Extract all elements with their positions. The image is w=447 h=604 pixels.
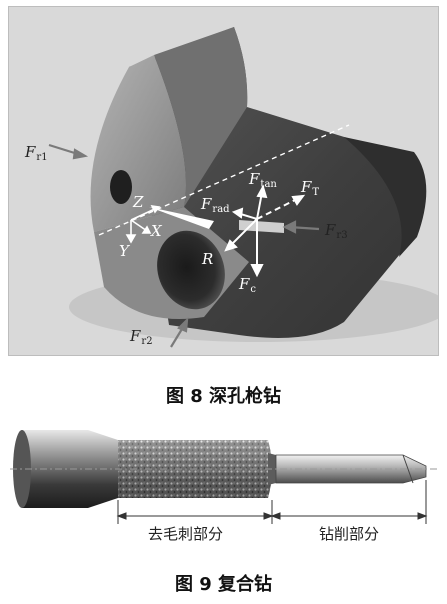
- label-f-rad: Frad: [201, 195, 230, 215]
- deburr-section-label: 去毛刺部分: [148, 525, 224, 543]
- axis-line: [98, 124, 350, 236]
- neck: [268, 453, 276, 485]
- figure8-caption: 图 8 深孔枪钻: [165, 386, 282, 407]
- composite-drill-figure: 去毛刺部分 钻削部分: [8, 410, 439, 560]
- gun-drill-illustration: [48, 27, 438, 348]
- flute-groove: [154, 27, 248, 207]
- drill-section-label: 钻削部分: [319, 525, 380, 543]
- gun-drill-figure: Fr1 Fr2 Fr3 Ftan FT Frad Fc Z X Y R: [8, 6, 439, 356]
- label-f-c: Fc: [239, 275, 257, 295]
- cutting-edge: [149, 207, 214, 229]
- figure9-caption: 图 9 复合钻: [174, 574, 273, 595]
- label-y: Y: [119, 242, 129, 260]
- label-f-r1: Fr1: [25, 143, 48, 163]
- composite-drill-illustration: [10, 430, 437, 524]
- label-z: Z: [133, 193, 144, 211]
- label-f-tan: Ftan: [249, 170, 277, 190]
- external-forces: [48, 143, 320, 348]
- force-arrows: [224, 184, 306, 278]
- shank-end: [13, 430, 31, 508]
- main-hole: [157, 230, 225, 310]
- coordinate-axes: [125, 204, 161, 244]
- label-f-t: FT: [301, 178, 320, 198]
- label-x: X: [151, 222, 162, 240]
- dimension-lines: [116, 480, 428, 524]
- label-r: R: [202, 250, 214, 268]
- label-f-r2: Fr2: [130, 327, 153, 347]
- coolant-hole: [110, 170, 132, 204]
- shank: [18, 430, 118, 508]
- body-end: [344, 137, 427, 257]
- margin-pad: [239, 220, 284, 233]
- label-f-r3: Fr3: [325, 221, 348, 241]
